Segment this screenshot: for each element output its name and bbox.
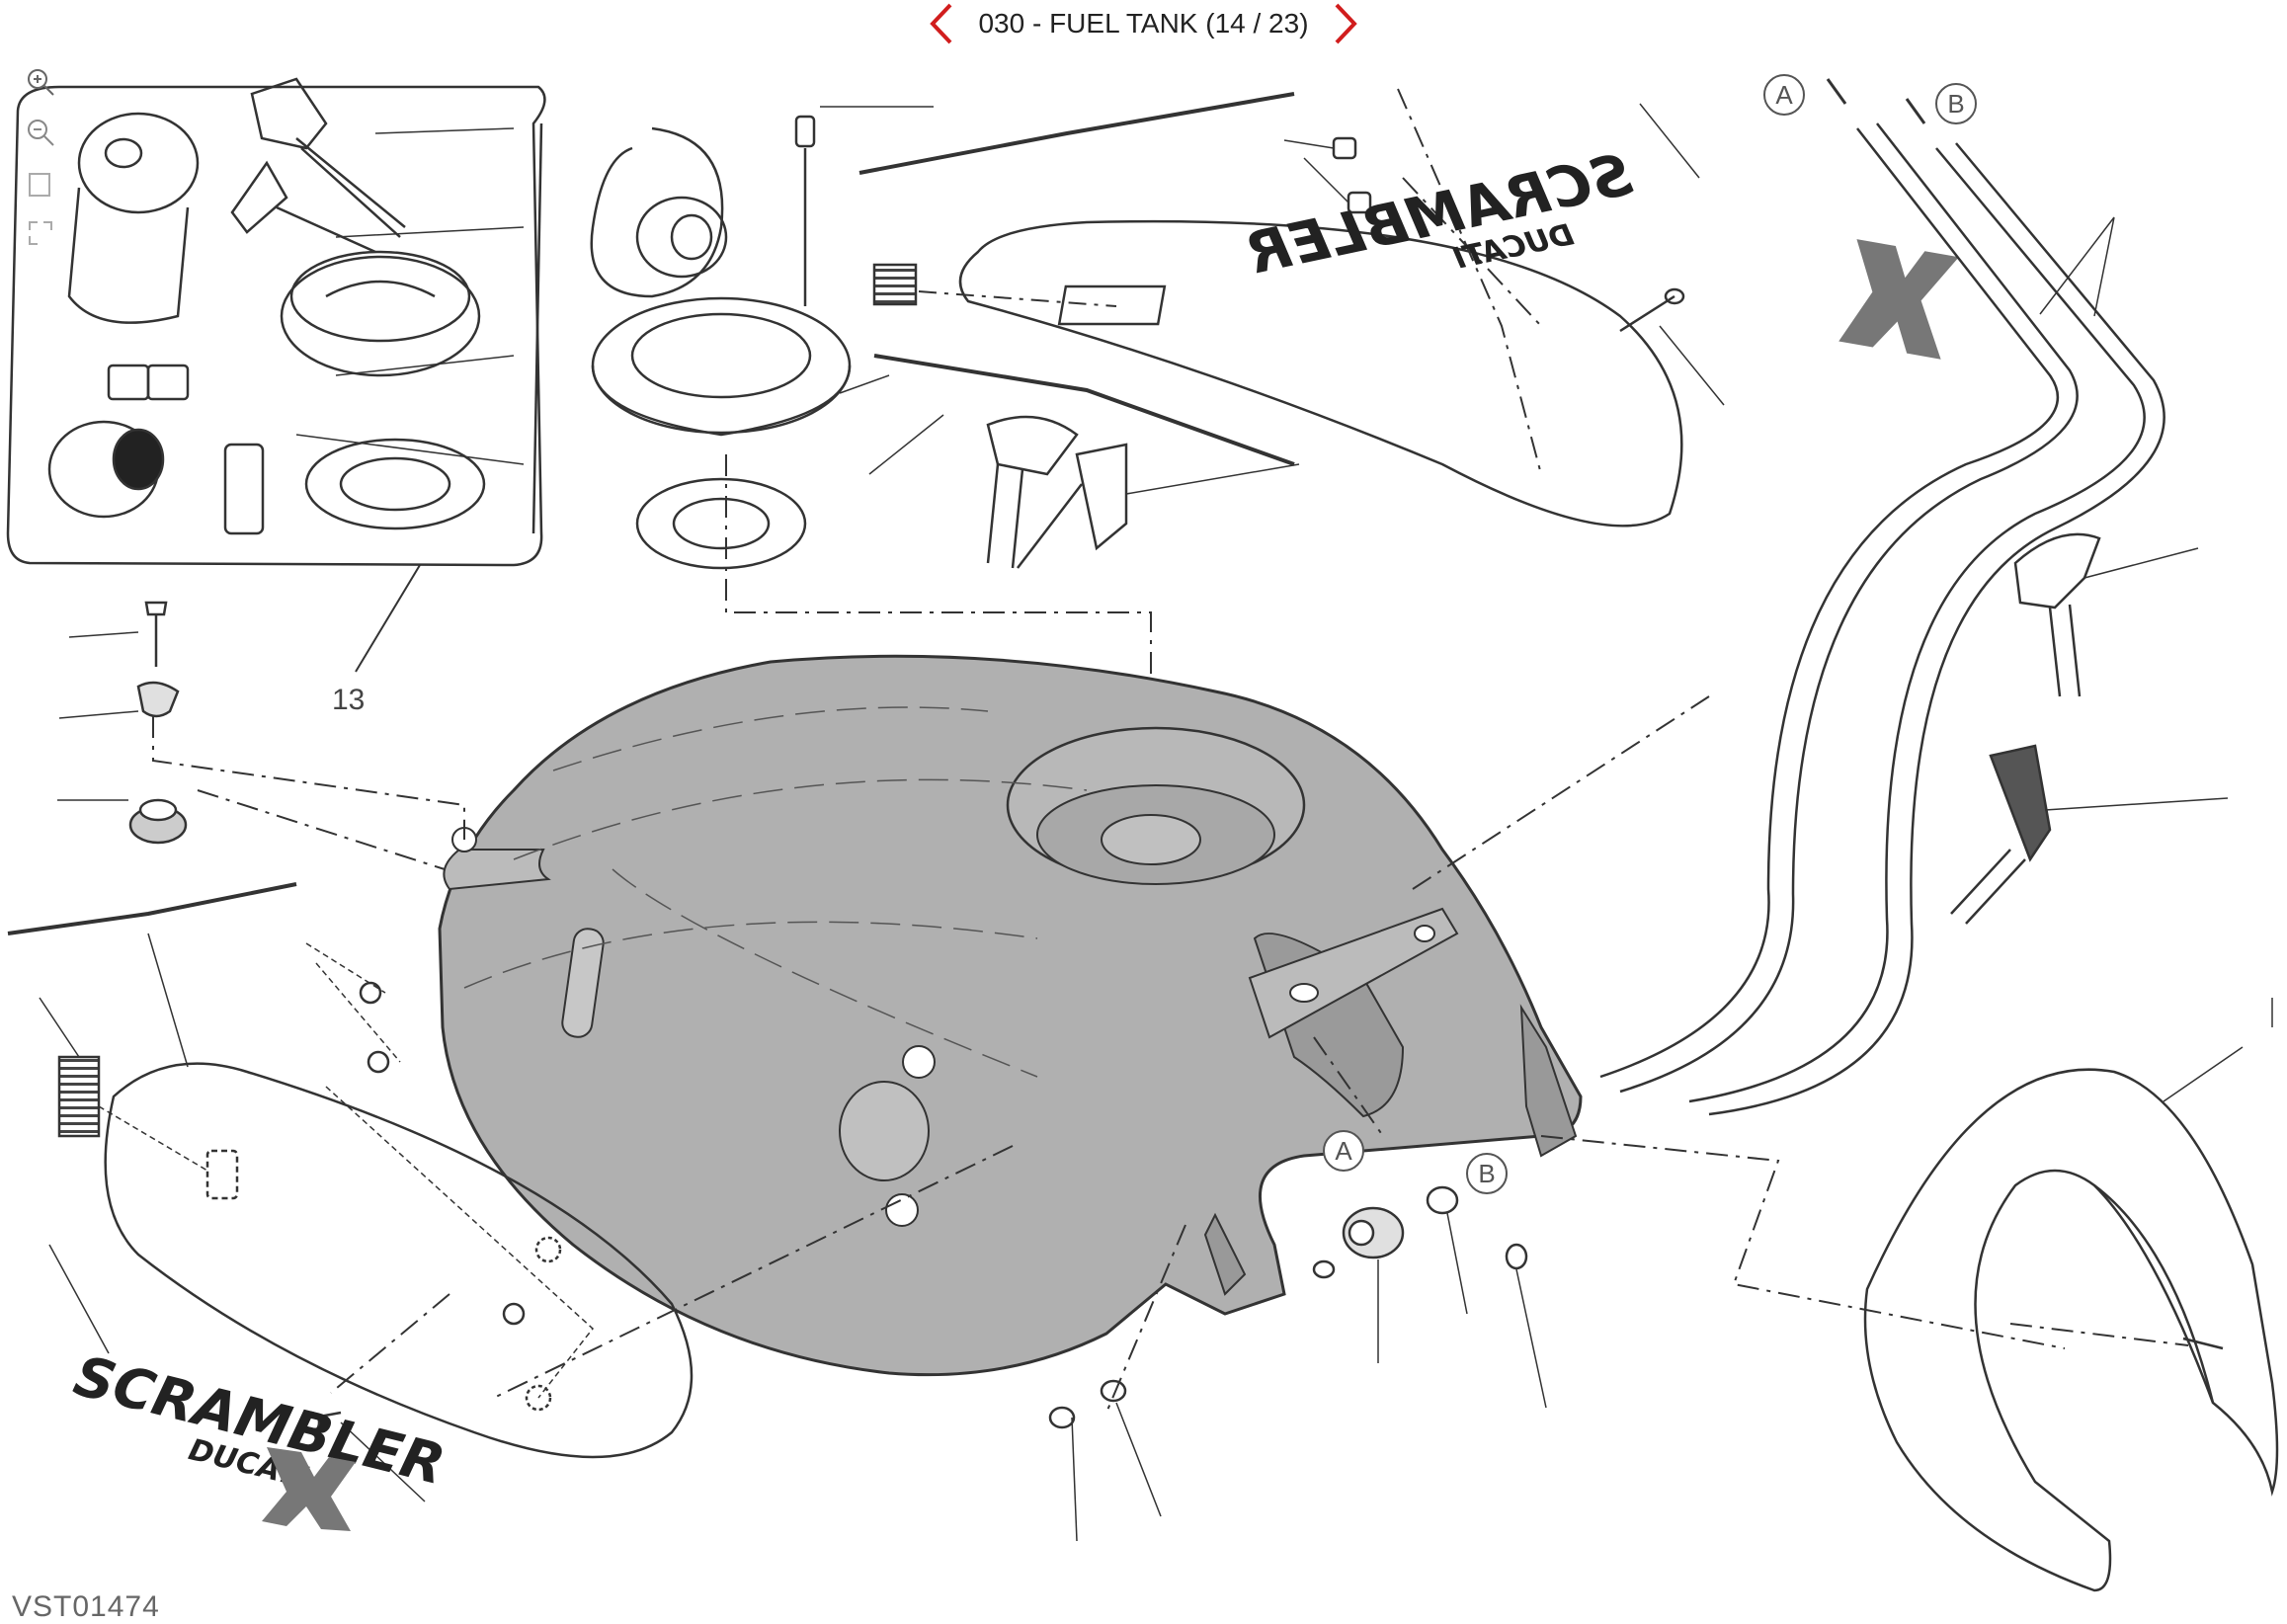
mount-bolt-drawing (57, 601, 188, 845)
diagram-title: 030 - FUEL TANK (14 / 23) (978, 8, 1309, 39)
top-decal-drawing: SCRAMBLER DUCATI (1240, 103, 1959, 360)
next-chevron-right-icon[interactable] (1329, 1, 1364, 46)
svg-text:B: B (1947, 89, 1964, 119)
fullscreen-icon[interactable] (24, 216, 57, 250)
hose-callout-a: A (1763, 74, 1805, 116)
prev-chevron-left-icon[interactable] (923, 1, 958, 46)
part-number-label: 13 (332, 684, 365, 716)
zoom-out-icon[interactable] (24, 116, 57, 149)
filler-cap-drawing (590, 106, 1152, 771)
fuel-hoses-drawing (1599, 78, 2165, 1116)
drawing-code: VST01474 (12, 1590, 160, 1623)
tank-callout-b: B (1466, 1153, 1508, 1194)
rear-cover-drawing (1863, 998, 2279, 1592)
title-bar: 030 - FUEL TANK (14 / 23) (0, 0, 2287, 47)
zoom-toolbar (24, 65, 63, 267)
tank-callout-a: A (1323, 1130, 1364, 1172)
svg-text:A: A (1775, 80, 1793, 110)
bottom-decal-drawing: SCRAMBLER DUCATI (68, 1344, 450, 1531)
fuel-tank-body (438, 654, 1583, 1377)
svg-text:A: A (1335, 1136, 1352, 1166)
svg-text:B: B (1478, 1159, 1495, 1188)
left-side-panel-drawing (7, 882, 694, 1502)
hose-callout-b: B (1935, 83, 1977, 124)
print-icon[interactable] (24, 166, 57, 200)
inset-kit-drawing (6, 77, 546, 673)
spare-keys-drawing (1950, 532, 2229, 925)
zoom-in-icon[interactable] (24, 65, 57, 99)
tank-mount-hardware (1048, 1185, 1547, 1542)
top-side-panel-drawing (858, 88, 1725, 569)
top-decal-title: SCRAMBLER (1240, 140, 1638, 287)
